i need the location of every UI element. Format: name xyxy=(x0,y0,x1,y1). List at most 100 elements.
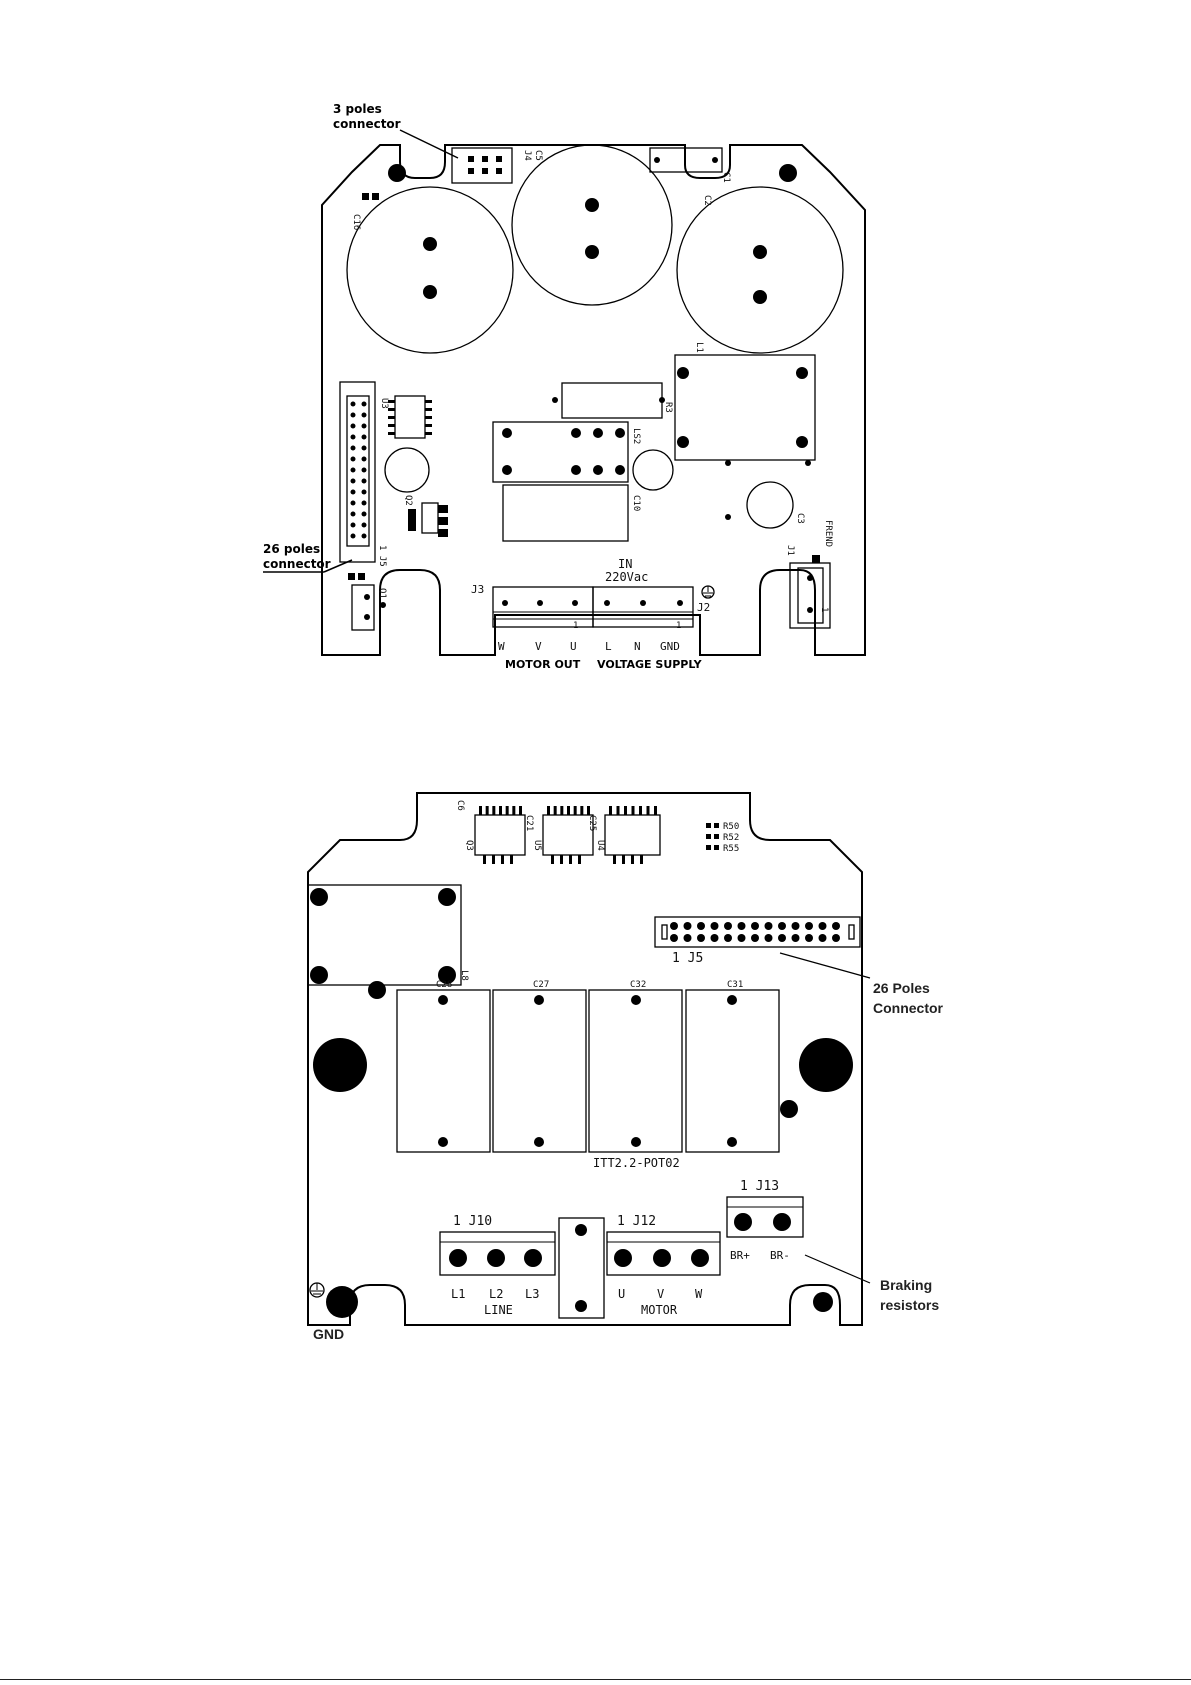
footer-rule xyxy=(0,1679,1191,1680)
j3-label: J3 xyxy=(471,583,484,596)
pin xyxy=(361,467,367,473)
pin xyxy=(654,806,657,815)
j2-pin1: 1 xyxy=(676,621,681,631)
pin xyxy=(350,511,356,517)
mounting-hole xyxy=(388,164,406,182)
pin xyxy=(640,855,643,864)
poles26-callout: 26 Poles Connector xyxy=(873,980,944,1016)
pin xyxy=(737,922,746,930)
terminal-gnd: GND xyxy=(660,640,680,653)
pin xyxy=(616,806,620,815)
pin xyxy=(512,806,516,815)
vac-label: 220Vac xyxy=(605,570,648,584)
pin xyxy=(567,806,570,815)
u4-label: U4 xyxy=(595,840,605,851)
terminal-l3: L3 xyxy=(525,1287,539,1301)
pin xyxy=(791,922,800,930)
pin xyxy=(425,432,432,435)
j3-pin1: 1 xyxy=(573,621,578,631)
poles26-bottom-line2: Connector xyxy=(873,1000,944,1016)
capacitor-c10: C10 xyxy=(502,484,641,542)
pin xyxy=(609,806,612,815)
terminal-br-plus: BR+ xyxy=(730,1249,750,1262)
motor-out-label: MOTOR OUT xyxy=(505,658,581,671)
pin xyxy=(350,456,356,462)
pin xyxy=(361,500,367,506)
voltage-supply-label: VOLTAGE SUPPLY xyxy=(597,658,703,671)
terminal-block-j13: 1 J13 BR+ BR- xyxy=(726,1179,871,1284)
pot-label: ITT2.2-POT02 xyxy=(593,1156,680,1170)
r3-label: R3 xyxy=(663,402,673,413)
pin xyxy=(737,934,746,942)
ls2-label: LS2 xyxy=(631,428,641,444)
pin xyxy=(388,400,395,403)
c16-label: C16 xyxy=(351,214,361,230)
pin xyxy=(791,934,800,942)
connector-j5-bottom: 1 J5 xyxy=(654,916,871,979)
terminal-l2: L2 xyxy=(489,1287,503,1301)
poles26-line2: connector xyxy=(263,557,331,571)
c5-label: C5 xyxy=(533,150,543,161)
top-board-outline xyxy=(321,144,866,656)
twentysix-poles-callout: 26 poles connector xyxy=(263,542,353,573)
pin xyxy=(697,922,705,930)
capacitor-c2: C2 xyxy=(676,186,844,354)
pin xyxy=(499,806,502,815)
ic-u5: C21 U5 xyxy=(524,806,594,864)
terminal-u-bottom: U xyxy=(618,1287,625,1301)
in-label: IN xyxy=(618,557,632,571)
pin xyxy=(505,806,509,815)
pin xyxy=(361,511,367,517)
braking-callout: Braking resistors xyxy=(880,1277,939,1313)
terminal-w: W xyxy=(498,640,505,653)
terminal-n: N xyxy=(634,640,641,653)
terminal-l: L xyxy=(605,640,612,653)
terminal-block-j2: 1 J2 xyxy=(592,586,710,631)
connector-j1: FREND J1 1 xyxy=(785,520,833,629)
pin xyxy=(361,478,367,484)
motor-label: MOTOR xyxy=(641,1303,678,1317)
pin xyxy=(710,922,719,930)
pin xyxy=(805,922,813,930)
inductor-l1: L1 xyxy=(674,342,816,461)
c25-label: C25 xyxy=(587,815,597,831)
pin xyxy=(624,806,627,815)
pin xyxy=(764,934,773,942)
pin xyxy=(724,922,732,930)
pin xyxy=(710,934,719,942)
frend-label: FREND xyxy=(823,520,833,547)
pin xyxy=(778,922,786,930)
pin xyxy=(350,445,356,451)
q1-label: Q1 xyxy=(377,588,387,599)
mounting-hole xyxy=(813,1292,833,1312)
pin xyxy=(425,408,432,411)
terminal-block-j10: 1 J10 L1 L2 L3 LINE xyxy=(439,1214,556,1317)
mounting-hole xyxy=(780,1100,798,1118)
gnd-callout: GND xyxy=(313,1326,344,1342)
terminal-l1: L1 xyxy=(451,1287,465,1301)
c6-label: C6 xyxy=(455,800,465,811)
inductor-l8: L8 xyxy=(307,884,469,986)
terminal-u: U xyxy=(570,640,577,653)
connector-j4: J4 C5 xyxy=(451,147,543,184)
c27-label: C27 xyxy=(533,980,549,990)
pin xyxy=(832,934,840,942)
j5-bottom-label: 1 J5 xyxy=(672,951,703,966)
r52-label: R52 xyxy=(723,833,739,843)
pin xyxy=(361,456,367,462)
connector-j5: 1 J5 xyxy=(339,381,387,567)
pin xyxy=(361,423,367,429)
j5-top-label: 1 J5 xyxy=(377,545,387,567)
u5-label: U5 xyxy=(532,840,542,851)
pin xyxy=(639,806,642,815)
pin xyxy=(553,806,557,815)
u3-label: U3 xyxy=(379,398,389,409)
pin xyxy=(670,934,678,942)
pin xyxy=(425,424,432,427)
ground-icon xyxy=(309,1282,325,1298)
pin xyxy=(361,522,367,528)
transistor-q2: Q2 xyxy=(403,495,448,537)
top-board: C16 C2 J4 C5 3 poles connector xyxy=(263,102,866,671)
